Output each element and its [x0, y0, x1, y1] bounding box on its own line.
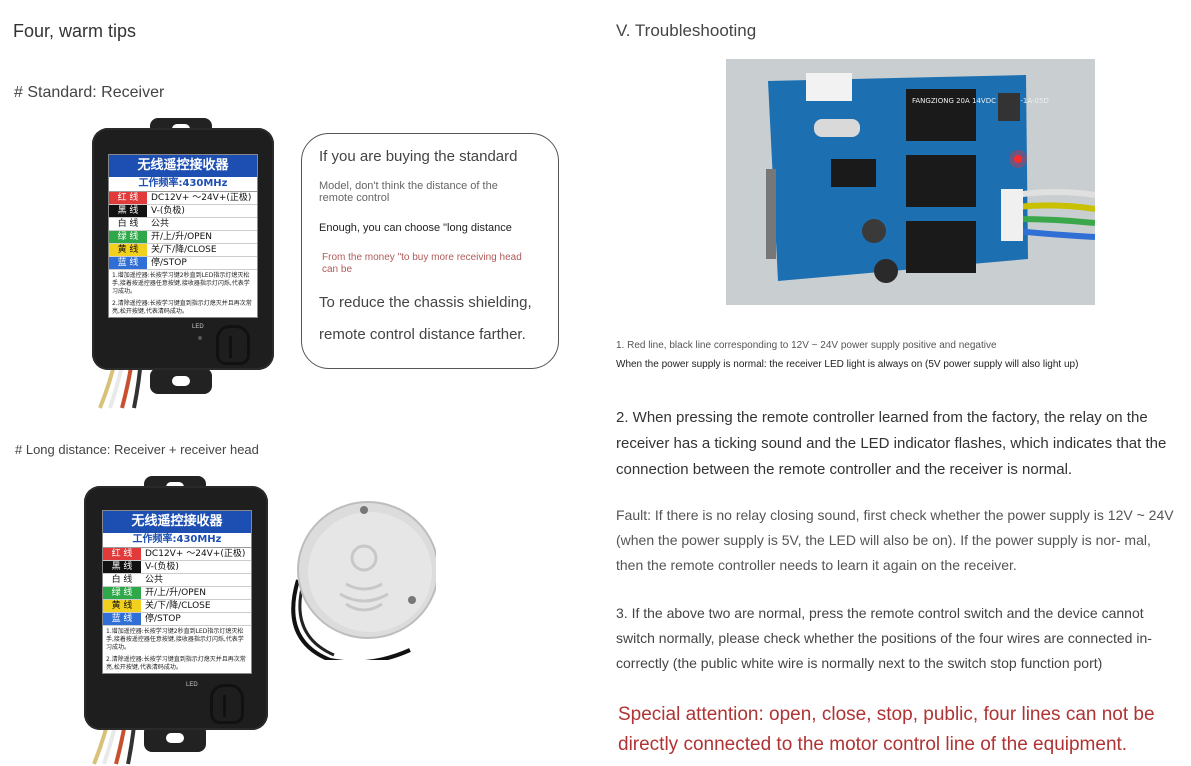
receiver-standard-image: 无线遥控接收器 工作频率:430MHz 红 线 DC12V+ ～24V+(正极) 黑…	[88, 118, 278, 410]
special-attention: Special attention: open, close, stop, pu…	[618, 704, 1155, 755]
wire-function-label: 关/下/降/CLOSE	[151, 245, 217, 255]
sticker-row: 白 线公共	[103, 574, 251, 587]
warm-tips-heading: Four, warm tips	[13, 21, 137, 41]
bubble-line-3: Enough, you can choose "long distance	[319, 222, 512, 234]
bubble-line-6: remote control distance farther.	[319, 326, 526, 343]
wire-color-label: 红 线	[109, 192, 147, 204]
wire-function-label: 停/STOP	[145, 614, 181, 624]
fault-text: Fault: If there is no relay closing soun…	[616, 507, 1174, 573]
wire-function-label: 关/下/降/CLOSE	[145, 601, 211, 611]
antenna-icon-2	[210, 684, 244, 724]
sticker-row: 黄 线关/下/降/CLOSE	[103, 600, 251, 613]
wire-color-label: 黄 线	[109, 244, 147, 256]
receiver-sticker-2: 无线遥控接收器 工作频率:430MHz 红 线 DC12V+ ～24V+(正极) 黑…	[102, 510, 252, 674]
sticker-frequency-2: 工作频率:430MHz	[103, 533, 251, 548]
led-text-2: LED	[186, 682, 198, 688]
sticker-row: 黑 线 V-(负极)	[103, 561, 251, 574]
bubble-line-4: From the money "to buy more receiving he…	[322, 252, 522, 275]
sticker-row: 红 线 DC12V+ ～24V+(正极)	[109, 192, 257, 205]
sticker-row: 黑 线 V-(负极)	[109, 205, 257, 218]
sticker-row: 绿 线开/上/升/OPEN	[103, 587, 251, 600]
wire-function-label: V-(负极)	[145, 562, 179, 572]
standard-receiver-label: # Standard: Receiver	[14, 84, 165, 101]
antenna-icon	[216, 325, 250, 365]
sticker-row: 黄 线关/下/降/CLOSE	[109, 244, 257, 257]
sticker-row: 蓝 线停/STOP	[109, 257, 257, 270]
receiver-long-image: 无线遥控接收器 工作频率:430MHz 红 线 DC12V+ ～24V+(正极) 黑…	[82, 476, 272, 766]
wire-function-label: 公共	[145, 575, 164, 585]
wire-function-label: 开/上/升/OPEN	[151, 232, 213, 242]
wire-color-label: 黑 线	[109, 205, 147, 217]
wire-function-label: 公共	[151, 219, 170, 229]
wire-function-label: DC12V+ ～24V+(正极)	[151, 193, 252, 203]
wire-color-label: 绿 线	[103, 587, 141, 599]
led-text: LED	[192, 324, 204, 330]
item-1a: 1. Red line, black line corresponding to…	[616, 340, 997, 351]
item-2: 2. When pressing the remote controller l…	[616, 409, 1167, 478]
wire-color-label: 蓝 线	[109, 257, 147, 269]
wire-function-label: 停/STOP	[151, 258, 187, 268]
bubble-line-5: To reduce the chassis shielding,	[319, 294, 532, 311]
sticker-note-1b: 1.增加遥控器:长按学习键2秒直到LED指示灯熄灭松手,接着按遥控器任意按键,接…	[106, 628, 244, 651]
sticker-row: 白 线公共	[109, 218, 257, 231]
receiver-sticker: 无线遥控接收器 工作频率:430MHz 红 线 DC12V+ ～24V+(正极) 黑…	[108, 154, 258, 318]
sticker-note-2b: 2.清除遥控器:长按学习键直到指示灯熄灭并且再次常亮,松开按键,代表清码成功。	[106, 656, 246, 671]
tip-bubble: If you are buying the standard Model, do…	[301, 133, 559, 369]
troubleshooting-heading: V. Troubleshooting	[616, 21, 757, 40]
sticker-title-2: 无线遥控接收器	[103, 511, 251, 533]
bubble-line-1: If you are buying the standard	[319, 148, 518, 165]
wire-function-label: V-(负极)	[151, 206, 185, 216]
long-distance-label: # Long distance: Receiver + receiver hea…	[15, 442, 259, 457]
wire-color-label: 白 线	[109, 218, 147, 230]
sticker-note-1: 1.增加遥控器:长按学习键2秒直到LED指示灯熄灭松手,接着按遥控器任意按键,接…	[112, 272, 250, 295]
sticker-row: 红 线 DC12V+ ～24V+(正极)	[103, 548, 251, 561]
item-1b: When the power supply is normal: the rec…	[616, 359, 1079, 370]
receiver-head-image	[291, 501, 436, 660]
sticker-frequency: 工作频率:430MHz	[109, 177, 257, 192]
sticker-row: 蓝 线停/STOP	[103, 613, 251, 626]
sticker-note-2: 2.清除遥控器:长按学习键直到指示灯熄灭并且再次常亮,松开按键,代表清码成功。	[112, 300, 252, 315]
wire-color-label: 黑 线	[103, 561, 141, 573]
wire-color-label: 蓝 线	[103, 613, 141, 625]
wire-color-label: 黄 线	[103, 600, 141, 612]
receiver-board-photo: FANGZIONG 20A 14VDC FX303-1A-05D	[726, 59, 1095, 305]
wire-color-label: 白 线	[103, 574, 141, 586]
sticker-row: 绿 线开/上/升/OPEN	[109, 231, 257, 244]
wire-color-label: 绿 线	[109, 231, 147, 243]
led-indicator	[198, 336, 202, 340]
wire-color-label: 红 线	[103, 548, 141, 560]
item-3: 3. If the above two are normal, press th…	[616, 605, 1152, 671]
wire-function-label: DC12V+ ～24V+(正极)	[145, 549, 246, 559]
wire-function-label: 开/上/升/OPEN	[145, 588, 207, 598]
relay-text: FANGZIONG 20A 14VDC FX303-1A-05D	[912, 97, 1049, 105]
bubble-line-2: Model, don't think the distance of the r…	[319, 180, 498, 204]
sticker-title: 无线遥控接收器	[109, 155, 257, 177]
